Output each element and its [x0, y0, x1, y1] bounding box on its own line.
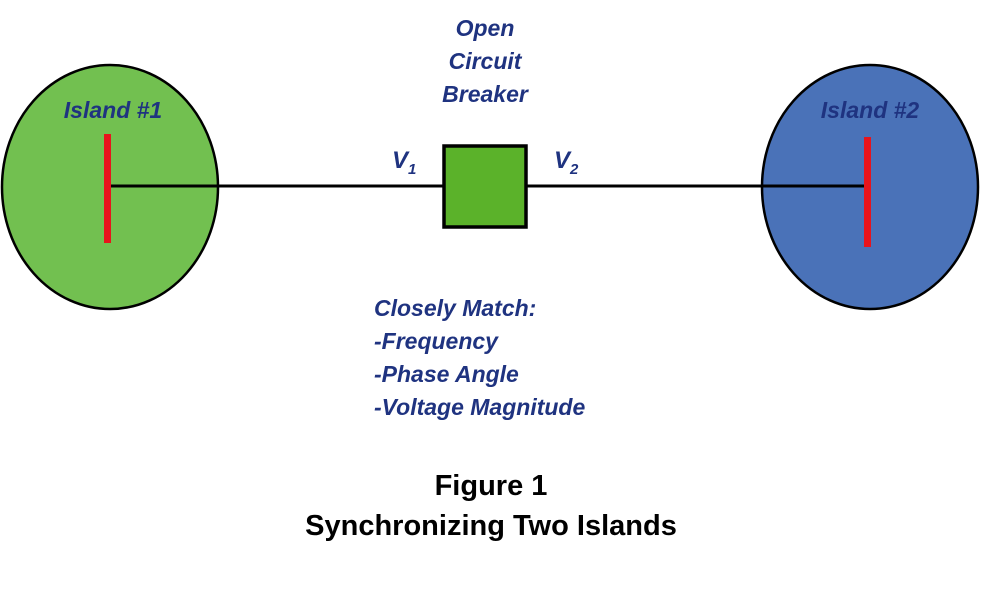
figure-caption: Figure 1 Synchronizing Two Islands — [241, 466, 741, 546]
match-item: -Frequency — [374, 328, 498, 354]
island-2-busbar — [864, 137, 871, 247]
breaker-label: Open Circuit Breaker — [385, 12, 585, 111]
match-heading: Closely Match: — [374, 295, 537, 321]
match-item: -Phase Angle — [374, 361, 519, 387]
caption-title: Synchronizing Two Islands — [305, 510, 677, 542]
match-item: -Voltage Magnitude — [374, 394, 586, 420]
island-1-label: Island #1 — [63, 97, 163, 123]
caption-figure-number: Figure 1 — [434, 470, 548, 502]
open-circuit-breaker — [442, 144, 528, 229]
voltage-2-symbol: V — [554, 147, 571, 174]
voltage-1-symbol: V — [392, 147, 409, 174]
voltage-1-label: V1 — [392, 147, 416, 178]
breaker-label-line: Circuit — [448, 48, 522, 74]
voltage-1-subscript: 1 — [408, 161, 417, 178]
match-requirements: Closely Match: -Frequency -Phase Angle -… — [374, 292, 585, 424]
island-2-label: Island #2 — [820, 97, 920, 123]
voltage-2-subscript: 2 — [570, 161, 579, 178]
breaker-label-line: Breaker — [442, 81, 528, 107]
voltage-2-label: V2 — [554, 147, 578, 178]
breaker-label-line: Open — [455, 15, 515, 41]
island-1-busbar — [104, 134, 111, 243]
